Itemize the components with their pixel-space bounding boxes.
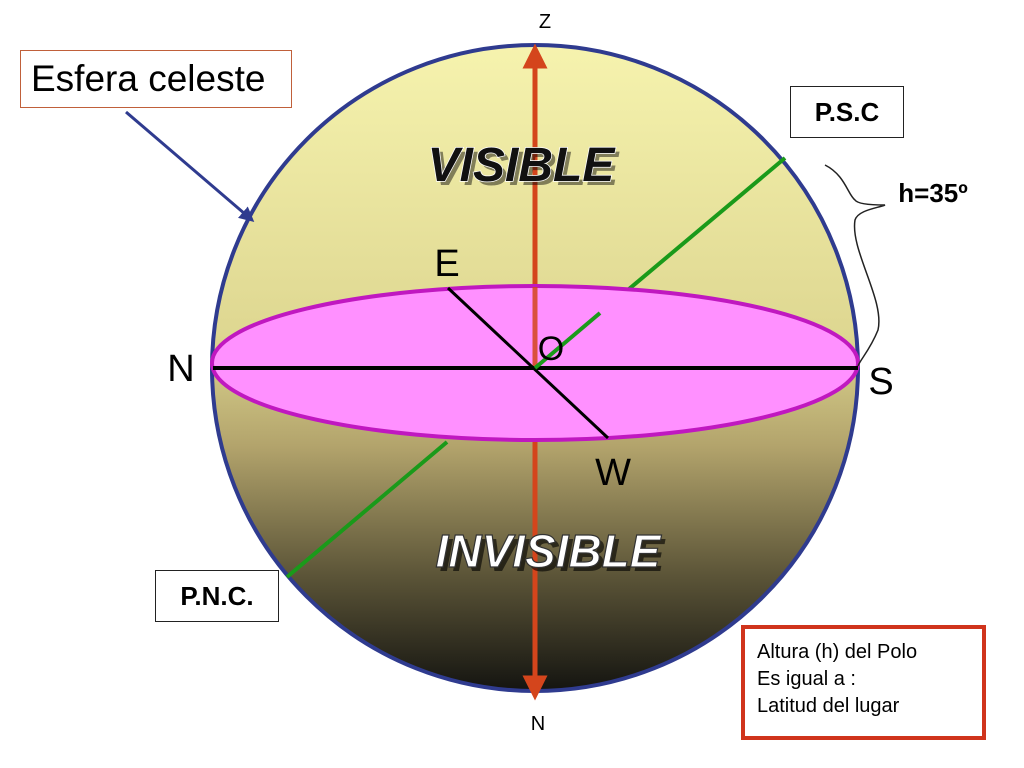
visible-label: VISIBLE [428, 139, 617, 192]
south-celestial-pole-box: P.S.C [790, 86, 904, 138]
note-box: Altura (h) del Polo Es igual a : Latitud… [741, 625, 986, 740]
east-west-line [446, 286, 610, 440]
polar-axis-center [533, 311, 602, 370]
north-label: N [167, 348, 194, 390]
note-line-1: Altura (h) del Polo [757, 641, 918, 663]
observer-label: O [538, 330, 564, 368]
west-label: W [595, 452, 631, 494]
altitude-label: h=35º [898, 178, 968, 208]
title-pointer-arrow [125, 110, 255, 222]
nadir-label: N [531, 713, 545, 735]
invisible-label-shadow: INVISIBLE [440, 529, 666, 581]
invisible-label: INVISIBLE [436, 525, 662, 577]
south-label: S [868, 361, 893, 403]
pnc-label: P.N.C. [180, 581, 254, 611]
zenith-label: Z [539, 11, 551, 33]
note-line-3: Latitud del lugar [757, 695, 900, 717]
altitude-brace [824, 164, 886, 367]
visible-label-shadow: VISIBLE [432, 143, 621, 196]
polar-axis-lower [285, 440, 449, 579]
title-text: Esfera celeste [31, 58, 266, 99]
title-box: Esfera celeste [20, 50, 292, 108]
note-line-2: Es igual a : [757, 668, 856, 690]
east-label: E [434, 243, 459, 285]
psc-label: P.S.C [814, 97, 880, 127]
north-celestial-pole-box: P.N.C. [155, 570, 279, 622]
